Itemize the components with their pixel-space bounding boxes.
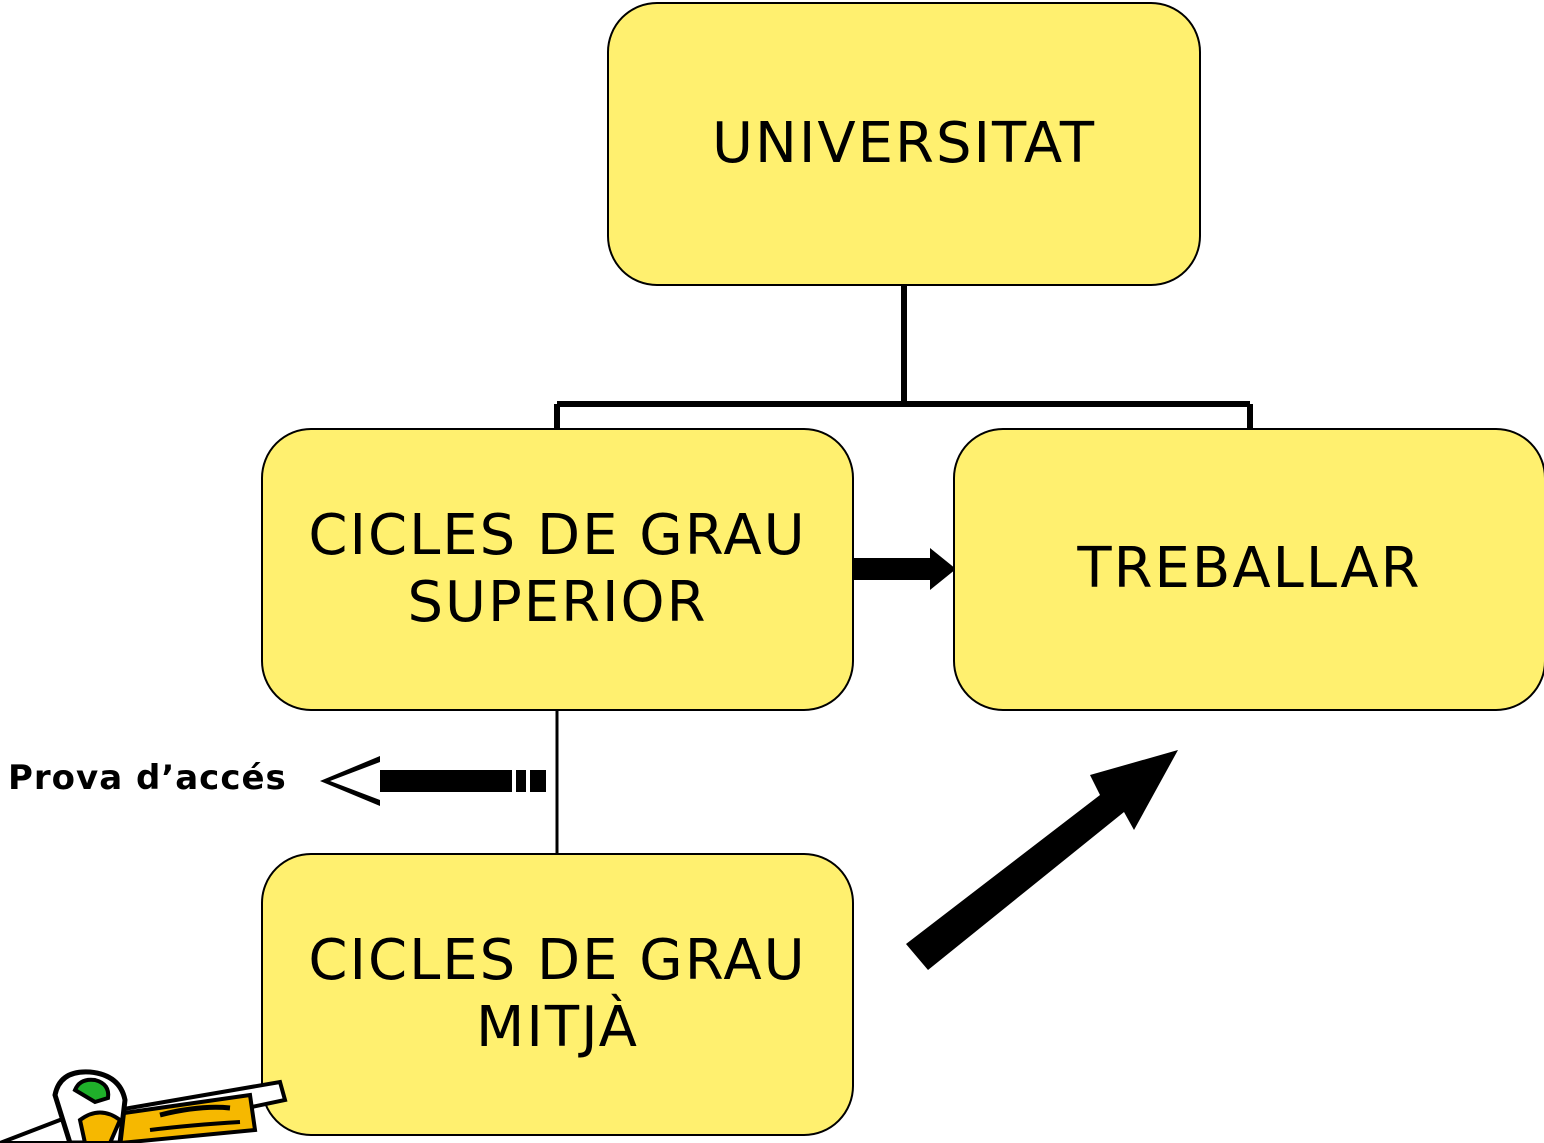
- arrow-prova-acces: [320, 756, 546, 806]
- node-mitja-line-2: MITJÀ: [476, 994, 639, 1060]
- arrow-mitja-to-treballar: [906, 750, 1178, 970]
- node-treballar: TREBALLAR: [953, 428, 1544, 711]
- node-cicles-grau-superior: CICLES DE GRAU SUPERIOR: [261, 428, 854, 711]
- node-universitat-line-1: UNIVERSITAT: [711, 110, 1097, 176]
- edge-label-prova-acces: Prova d’accés: [8, 758, 287, 798]
- node-treballar-line-1: TREBALLAR: [1077, 536, 1422, 602]
- node-superior-line-2: SUPERIOR: [407, 569, 708, 635]
- node-superior-line-1: CICLES DE GRAU: [308, 503, 807, 569]
- pencil-icon: [0, 1069, 288, 1143]
- node-universitat: UNIVERSITAT: [607, 2, 1201, 286]
- node-mitja-line-1: CICLES DE GRAU: [308, 928, 807, 994]
- arrow-superior-to-treballar: [850, 548, 956, 590]
- node-cicles-grau-mitja: CICLES DE GRAU MITJÀ: [261, 853, 854, 1136]
